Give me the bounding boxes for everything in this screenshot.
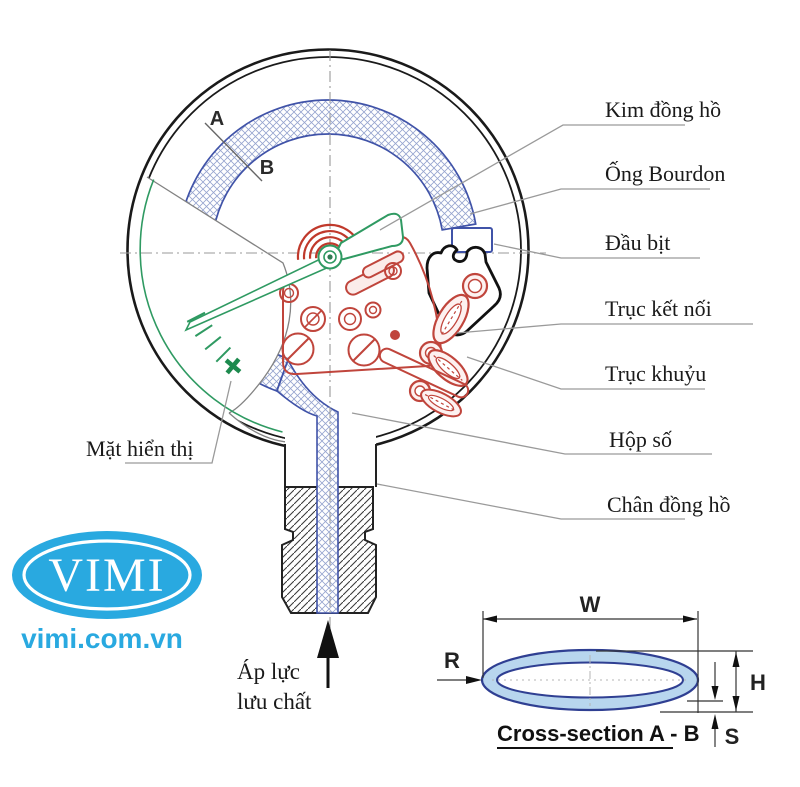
linkage	[378, 272, 489, 418]
crank-link	[427, 349, 469, 387]
logo-website-text: vimi.com.vn	[21, 623, 183, 654]
inlet-label-line1: Áp lực	[237, 659, 300, 684]
connecting-link	[432, 293, 470, 345]
cross-section-detail: W R H S Cross-section A - B	[437, 592, 766, 749]
callout-leaders	[125, 124, 753, 520]
movement-screws	[279, 283, 400, 367]
cross-section-title: Cross-section A - B	[497, 721, 700, 746]
dial-scale-ticks	[186, 311, 232, 363]
logo-ellipse	[12, 531, 202, 619]
fluid-inlet: Áp lực lưu chất	[237, 620, 339, 714]
dial-cross-mark	[224, 357, 242, 375]
callout-gearbox: Hộp số	[609, 427, 672, 452]
gauge-stem	[276, 358, 377, 614]
dial-scale-arc	[139, 179, 283, 433]
inlet-label-line2: lưu chất	[237, 689, 312, 714]
inlet-arrow-icon	[317, 620, 339, 658]
dim-thickness-label: S	[725, 724, 740, 749]
callout-bourdon-tube: Ống Bourdon	[605, 161, 725, 186]
section-mark-a: A	[210, 108, 224, 130]
pointer	[184, 212, 405, 332]
section-mark-b: B	[260, 157, 274, 179]
logo-brand-text: VIMI	[48, 549, 165, 602]
callout-gauge-stem: Chân đồng hồ	[607, 492, 730, 517]
callout-labels: Kim đồng hồ Ống Bourdon Đầu bịt Trục kết…	[86, 97, 730, 517]
callout-end-cap: Đầu bịt	[605, 230, 670, 255]
callout-pointer: Kim đồng hồ	[605, 97, 721, 122]
dim-width-label: W	[580, 592, 601, 617]
section-cut-ab: A B	[204, 108, 274, 182]
movement-mechanism	[279, 236, 443, 376]
dim-height-label: H	[750, 670, 766, 695]
crank-link-2	[420, 388, 462, 418]
pressure-channel	[276, 358, 339, 614]
callout-display-face: Mặt hiển thị	[86, 436, 194, 461]
callout-connecting-shaft: Trục kết nối	[605, 296, 712, 321]
vimi-logo: VIMI vimi.com.vn	[12, 531, 202, 654]
callout-crank-shaft: Trục khuỷu	[605, 361, 706, 386]
dim-radius-label: R	[444, 648, 460, 673]
sector-gear	[345, 250, 405, 296]
